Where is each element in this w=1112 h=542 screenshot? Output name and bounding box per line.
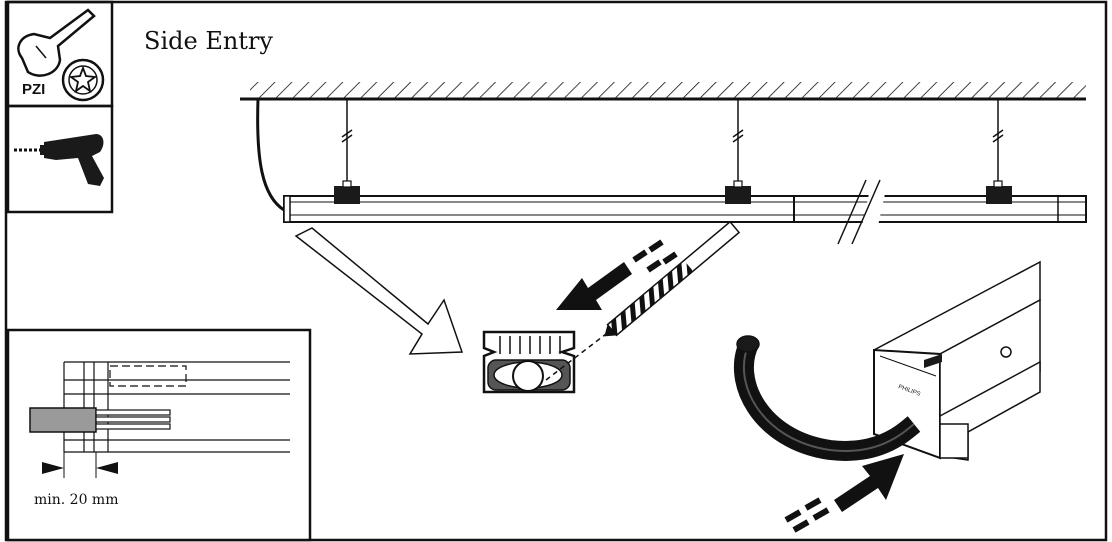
insertion-arrow [784,454,904,533]
drill-direction-arrow [556,239,678,310]
drill-bit [604,220,741,337]
mains-cable [256,98,285,212]
detail-inset: min. 20 mm [6,328,312,542]
drill-icon [14,134,104,186]
driver-unit: PHILIPS [873,260,1041,461]
drill-axis [545,333,607,381]
hanger-clip [334,186,360,204]
outer-frame [4,0,1108,542]
rail-break-mark [837,179,888,245]
hanger-clip [986,186,1012,204]
title: Side Entry [144,27,273,55]
hanger-clip [725,186,751,204]
luminaire-rail [283,180,1087,223]
tool-label: PZI [22,81,45,98]
detail-label: min. 20 mm [34,492,119,508]
cable-wires [95,409,171,430]
cable-sheath [29,407,97,433]
callout-arrow [294,227,464,355]
dimension-arrow-left [42,462,64,474]
screwdriver-icon [17,8,96,77]
suspension-wires [341,99,1004,184]
tool-box-drill [6,104,114,214]
pozidriv-bit-icon [61,58,105,102]
ceiling [240,82,1086,101]
tool-panel: PZI [6,0,114,214]
end-cap [482,330,576,394]
dimension-arrow-right [96,462,118,474]
